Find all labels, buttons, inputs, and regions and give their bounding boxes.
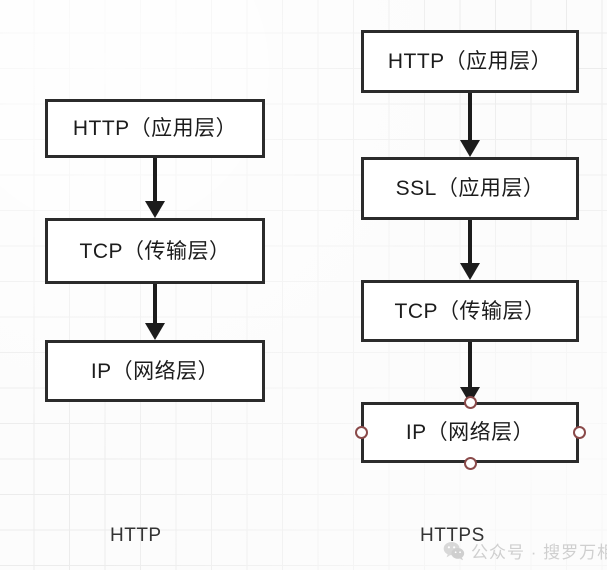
node-http-app-right[interactable]: HTTP（应用层） bbox=[361, 30, 579, 93]
connection-handle-right[interactable] bbox=[572, 426, 586, 439]
arrow-stem bbox=[153, 158, 157, 201]
node-tcp-transport-right[interactable]: TCP（传输层） bbox=[361, 280, 579, 342]
watermark-text: 公众号 · 搜罗万相 bbox=[471, 543, 607, 562]
arrow-head bbox=[145, 323, 165, 340]
node-ssl-app-right[interactable]: SSL（应用层） bbox=[361, 157, 579, 220]
node-label: HTTP（应用层） bbox=[72, 117, 238, 140]
node-label: HTTP（应用层） bbox=[387, 50, 553, 73]
node-label: IP（网络层） bbox=[405, 421, 535, 444]
node-ip-network-left[interactable]: IP（网络层） bbox=[45, 340, 265, 402]
caption-text: HTTP bbox=[110, 525, 162, 546]
node-label: IP（网络层） bbox=[90, 359, 220, 383]
arrow-head bbox=[460, 263, 480, 280]
column-caption-http: HTTP bbox=[110, 525, 162, 547]
column-caption-https: HTTPS bbox=[420, 525, 485, 547]
node-label: SSL（应用层） bbox=[395, 177, 545, 200]
arrow-stem bbox=[468, 93, 472, 140]
connection-handle-bottom[interactable] bbox=[463, 456, 477, 470]
arrow-stem bbox=[153, 284, 157, 323]
arrow-head bbox=[460, 140, 480, 157]
connection-handle-top[interactable] bbox=[463, 395, 477, 409]
node-ip-network-right[interactable]: IP（网络层） bbox=[361, 402, 579, 463]
arrow-stem bbox=[468, 342, 472, 387]
connection-handle-left[interactable] bbox=[354, 426, 368, 439]
node-label: TCP（传输层） bbox=[79, 239, 231, 263]
node-tcp-transport-left[interactable]: TCP（传输层） bbox=[45, 218, 265, 284]
arrow-head bbox=[145, 201, 165, 218]
caption-text: HTTPS bbox=[420, 525, 485, 546]
arrow-stem bbox=[468, 220, 472, 263]
node-http-app-left[interactable]: HTTP（应用层） bbox=[45, 99, 265, 158]
node-label: TCP（传输层） bbox=[394, 299, 546, 323]
